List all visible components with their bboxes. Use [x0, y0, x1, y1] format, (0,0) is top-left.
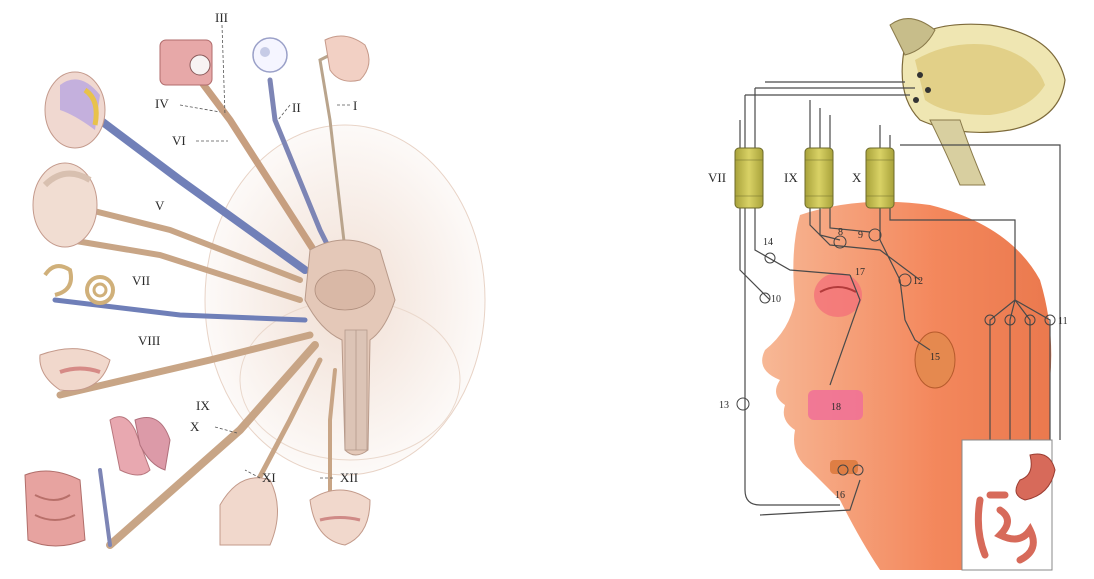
label-11: 11: [1058, 316, 1068, 327]
organ-inner-ear: [45, 266, 113, 303]
label-nerve-VI: VI: [172, 133, 186, 148]
label-12: 12: [913, 276, 923, 287]
label-ganglion-IX: IX: [784, 170, 798, 185]
label-nerve-I: I: [353, 98, 357, 113]
right-figure: VII IX X 8 9 10 11 12 13 14 15 16 17 18: [708, 19, 1068, 570]
ganglia: [735, 148, 894, 208]
label-nerve-XII: XII: [340, 470, 358, 485]
organ-head-brain: [45, 72, 105, 148]
label-ganglion-X: X: [852, 170, 862, 185]
label-nerve-XI: XI: [262, 470, 276, 485]
label-ganglion-VII: VII: [708, 170, 726, 185]
inset-gut: [962, 440, 1055, 570]
label-15: 15: [930, 352, 940, 363]
label-nerve-X: X: [190, 419, 200, 434]
brain-sagittal: [890, 19, 1065, 185]
label-nerve-IX: IX: [196, 398, 210, 413]
label-nerve-VIII: VIII: [138, 333, 160, 348]
label-16: 16: [835, 490, 845, 501]
organ-eye: [253, 38, 287, 72]
organ-orbit-muscles: [160, 40, 212, 85]
ganglion-IX: [805, 148, 833, 208]
label-9: 9: [858, 230, 863, 241]
label-17: 17: [855, 267, 865, 278]
eye-area: [814, 273, 862, 317]
nerve-X-b: [100, 470, 110, 545]
right-ganglion-labels: VII IX X: [708, 170, 862, 185]
label-nerve-V: V: [155, 198, 165, 213]
label-18: 18: [831, 402, 841, 413]
organ-face: [33, 163, 97, 247]
label-nerve-IV: IV: [155, 96, 169, 111]
ganglion-X: [866, 148, 894, 208]
ganglion-VII: [735, 148, 763, 208]
organ-neck-shoulder: [220, 478, 278, 545]
label-nerve-VII: VII: [132, 273, 150, 288]
label-8: 8: [838, 227, 843, 238]
label-nerve-II: II: [292, 100, 301, 115]
left-figure: I II III IV V VI VII VIII IX X XI XII: [25, 10, 485, 546]
organ-nose: [325, 36, 369, 81]
label-14: 14: [763, 237, 773, 248]
organ-heart-lungs: [110, 417, 170, 475]
label-13: 13: [719, 400, 729, 411]
label-10: 10: [771, 294, 781, 305]
label-nerve-III: III: [215, 10, 228, 25]
organ-lower-face: [310, 490, 370, 545]
organ-viscera: [25, 471, 85, 546]
